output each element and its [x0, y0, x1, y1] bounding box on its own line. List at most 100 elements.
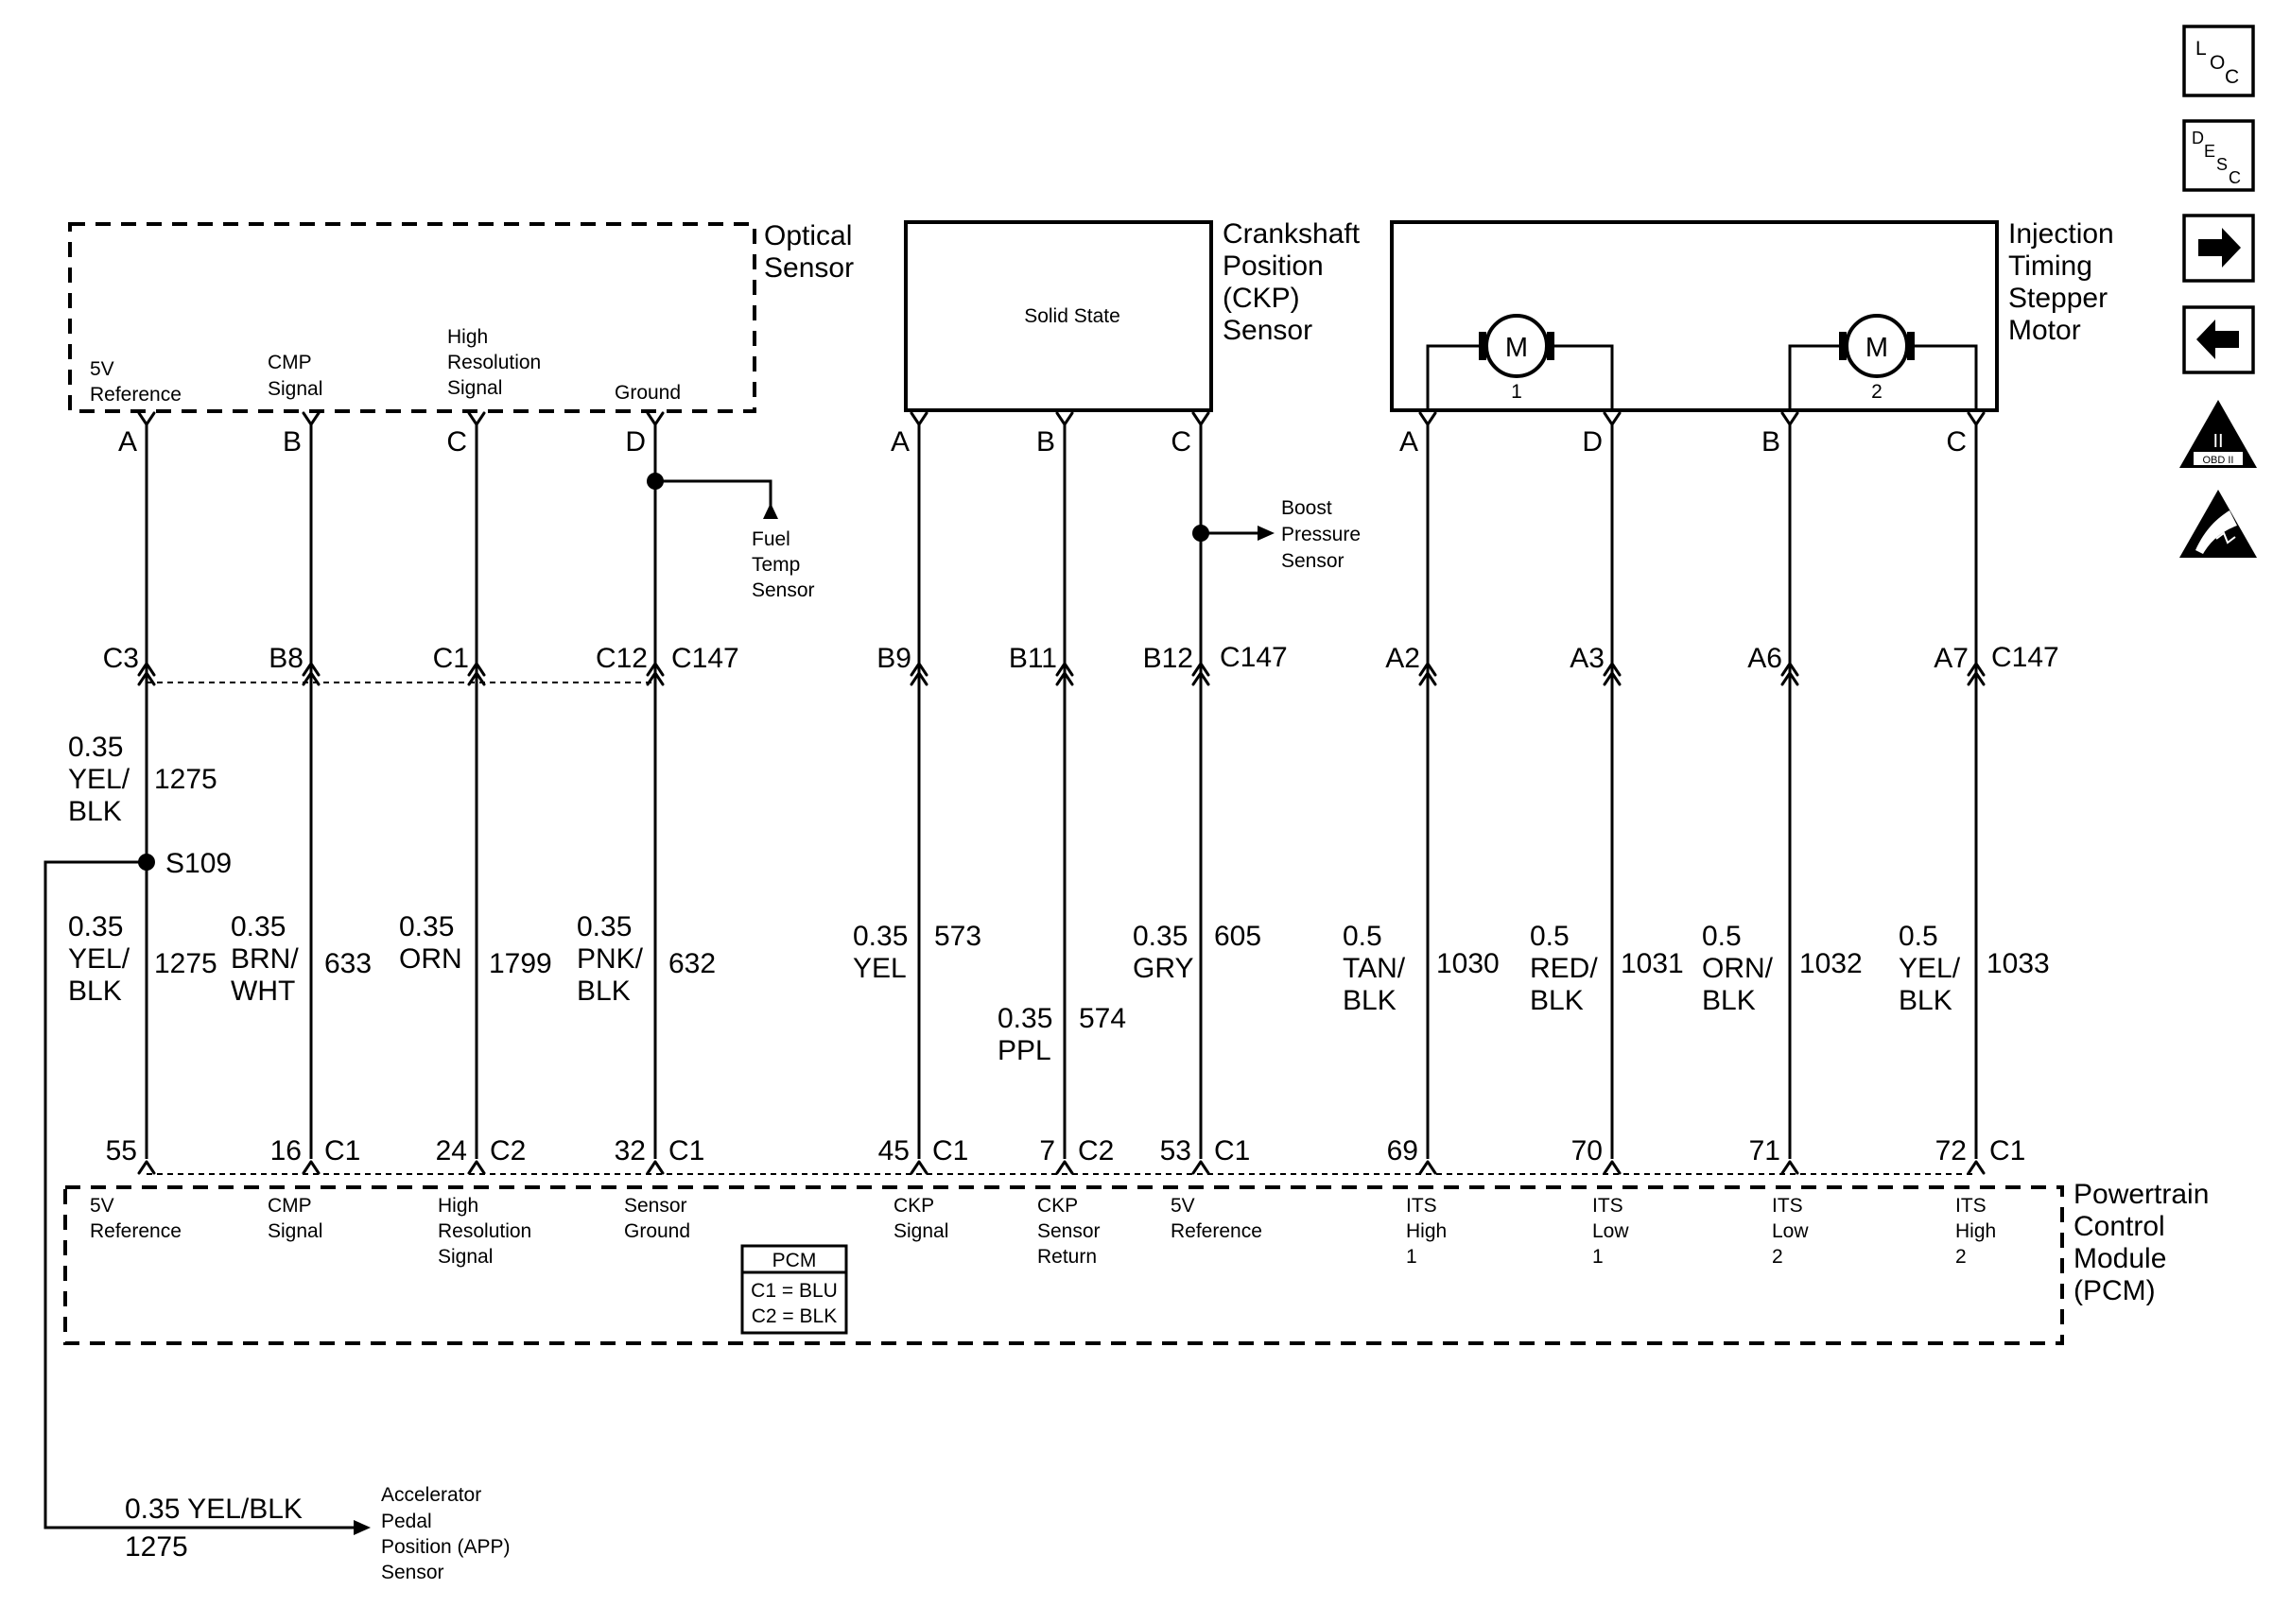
pcm-pin-number: 7: [1039, 1135, 1055, 1166]
terminal-icon: [646, 411, 665, 426]
connector-chevron-icon: [1055, 671, 1074, 686]
obd-ii-icon[interactable]: II OBD II: [2179, 400, 2257, 468]
svg-text:M: M: [1865, 333, 1888, 363]
c147-cavity-label: A2: [1385, 643, 1420, 674]
connector-chevron-icon: [302, 662, 321, 677]
connector-chevron-icon: [646, 671, 665, 686]
motor-1-icon: [1484, 314, 1549, 378]
fuel-temp-branch: Fuel Temp Sensor: [647, 473, 815, 601]
motor-2-icon: [1845, 314, 1909, 378]
pcm-pin-number: 53: [1160, 1135, 1191, 1166]
connector-chevron-icon: [1191, 662, 1210, 677]
connector-chevron-icon: [1603, 671, 1622, 686]
wire-circuit-number: 1275: [154, 764, 217, 795]
c147-cavity-label: C1: [433, 643, 469, 674]
c147-cavity-label: B8: [269, 643, 304, 674]
connector-chevron-icon: [1967, 671, 1986, 686]
sensor-pin-letter: B: [1761, 426, 1780, 458]
injection-timing-stepper-motor: Injection Timing Stepper Motor M 1 M 2: [1390, 218, 2114, 412]
arrow-up-icon: [763, 503, 778, 519]
ckp-sensor: Solid State Crankshaft Position (CKP) Se…: [904, 218, 1361, 412]
pcm-legend-row: C1 = BLU: [751, 1280, 838, 1302]
wire-circuit-number: 633: [324, 948, 372, 979]
svg-text:OBD II: OBD II: [2202, 455, 2233, 466]
wire-circuit-number: 1275: [154, 948, 217, 979]
optical-pin-label-cmp-signal: CMP Signal: [268, 352, 322, 400]
pcm-legend-row: C2 = BLK: [752, 1305, 837, 1327]
pcm-legend-title: PCM: [772, 1250, 817, 1271]
pcm-pin-number: 55: [106, 1135, 137, 1166]
pcm-pin-number: 24: [436, 1135, 467, 1166]
optical-pin-label-ground: Ground: [615, 382, 681, 404]
side-toolbar: L O C D E S C II OBD II: [2179, 25, 2257, 558]
c147-cavity-label: A6: [1747, 643, 1782, 674]
sensor-pin-letter: C: [446, 426, 467, 458]
connector-chevron-icon: [1603, 662, 1622, 677]
optical-sensor: Optical Sensor 5V Reference CMP Signal H…: [68, 220, 854, 413]
desc-icon[interactable]: D E S C: [2182, 119, 2255, 192]
connector-chevron-icon: [302, 671, 321, 686]
sensor-pin-letter: B: [1036, 426, 1055, 458]
connector-chevron-icon: [1780, 1160, 1799, 1175]
pcm-title: Powertrain Control Module (PCM): [2073, 1179, 2217, 1306]
stepper-motor-2: M 2: [1788, 314, 1978, 408]
ckp-solid-state-label: Solid State: [1024, 305, 1120, 327]
svg-text:II: II: [2212, 431, 2223, 452]
connector-chevron-icon: [1191, 1160, 1210, 1175]
pcm-pin-number: 69: [1387, 1135, 1418, 1166]
pcm-connector-label: C1: [932, 1135, 968, 1166]
connector-chevron-icon: [646, 1160, 665, 1175]
wire-circuit-number: 574: [1079, 1003, 1126, 1034]
optical-sensor-outline: [68, 222, 756, 413]
prev-arrow-icon[interactable]: [2182, 305, 2255, 374]
sensor-pin-letter: C: [1946, 426, 1967, 458]
s109-label: S109: [165, 848, 232, 879]
motor-2-number: 2: [1871, 381, 1883, 403]
c147-cavity-label: A3: [1570, 643, 1605, 674]
connector-chevron-icon: [137, 662, 156, 677]
pcm-outline: [63, 1185, 2064, 1345]
connector-chevron-icon: [1418, 662, 1437, 677]
wire-circuit-number: 632: [668, 948, 716, 979]
svg-text:L: L: [2195, 38, 2207, 60]
connector-chevron-icon: [1418, 671, 1437, 686]
arrow-right-icon: [1258, 526, 1275, 541]
terminal-icon: [467, 411, 486, 426]
pcm-connector-label: C2: [1078, 1135, 1114, 1166]
wire-circuit-number: 1032: [1799, 948, 1863, 979]
c147-label-3: C147: [1991, 642, 2059, 673]
c147-label-2: C147: [1220, 642, 1288, 673]
esd-warning-icon[interactable]: [2179, 490, 2257, 558]
s109-splice: S109 0.35 YEL/BLK 1275 Accelerator Pedal…: [43, 848, 511, 1583]
sensor-pin-letter: C: [1171, 426, 1191, 458]
next-arrow-icon[interactable]: [2182, 214, 2255, 283]
connector-chevron-icon: [1418, 1160, 1437, 1175]
loc-icon[interactable]: L O C: [2182, 25, 2255, 97]
motor-1-number: 1: [1511, 381, 1522, 403]
svg-text:M: M: [1505, 333, 1528, 363]
terminal-icon: [137, 411, 156, 426]
app-wire-circuit: 1275: [125, 1531, 188, 1563]
svg-text:O: O: [2210, 52, 2225, 74]
terminal-icon: [1191, 411, 1210, 426]
